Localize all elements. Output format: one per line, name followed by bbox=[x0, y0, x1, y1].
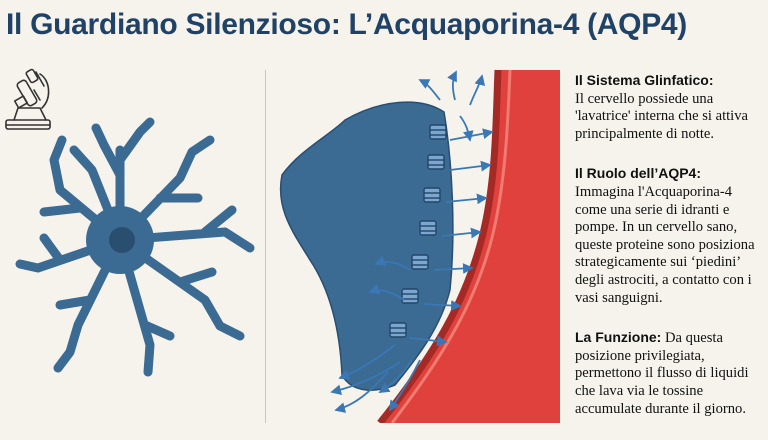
text-line: permettono il flusso di liquidi bbox=[575, 365, 749, 382]
text-line: vasi sanguigni. bbox=[575, 289, 663, 306]
text-line: posizione privilegiata, bbox=[575, 347, 705, 364]
section-funzione: La Funzione: Da questa posizione privile… bbox=[575, 329, 768, 418]
vessel-wall bbox=[377, 69, 502, 423]
text-line: che lava via le tossine bbox=[575, 382, 704, 399]
text-line: Immagina l'Acquaporina-4 bbox=[575, 183, 733, 200]
text-line: degli astrociti, a contatto con i bbox=[575, 271, 752, 288]
text-panel: Il Sistema Glinfatico: Il cervello possi… bbox=[575, 72, 768, 440]
section-heading: La Funzione: bbox=[575, 329, 662, 346]
divider bbox=[265, 70, 266, 423]
microscope-icon bbox=[5, 68, 51, 130]
text-line: queste proteine sono posiziona bbox=[575, 236, 755, 253]
section-sistema-glinfatico: Il Sistema Glinfatico: Il cervello possi… bbox=[575, 72, 768, 143]
astrocyte-nucleus bbox=[109, 227, 135, 253]
section-ruolo-aqp4: Il Ruolo dell’AQP4: Immagina l'Acquapori… bbox=[575, 165, 768, 307]
text-line: Da questa bbox=[664, 330, 723, 347]
aqp4-channels bbox=[389, 124, 447, 338]
text-line: strategicamente sui ‘piedini’ bbox=[575, 254, 742, 271]
section-heading: Il Ruolo dell’AQP4: bbox=[575, 165, 702, 182]
blood-vessel bbox=[380, 70, 560, 423]
astrocyte-endfoot bbox=[279, 101, 454, 391]
text-line: accumulate durante il giorno. bbox=[575, 400, 747, 417]
text-line: come una serie di idranti e bbox=[575, 201, 730, 218]
text-line: pompe. In un cervello sano, bbox=[575, 219, 738, 236]
page-title: Il Guardiano Silenzioso: L’Acquaporina-4… bbox=[6, 8, 687, 41]
text-line: 'lavatrice' interna che si attiva bbox=[575, 108, 749, 125]
astrocyte-cell bbox=[15, 117, 255, 377]
section-heading: Il Sistema Glinfatico: bbox=[575, 72, 714, 88]
text-line: Il cervello possiede una bbox=[575, 90, 714, 107]
fluid-flow-arrows bbox=[330, 70, 494, 413]
illustration bbox=[5, 68, 560, 423]
text-line: principalmente di notte. bbox=[575, 125, 715, 142]
